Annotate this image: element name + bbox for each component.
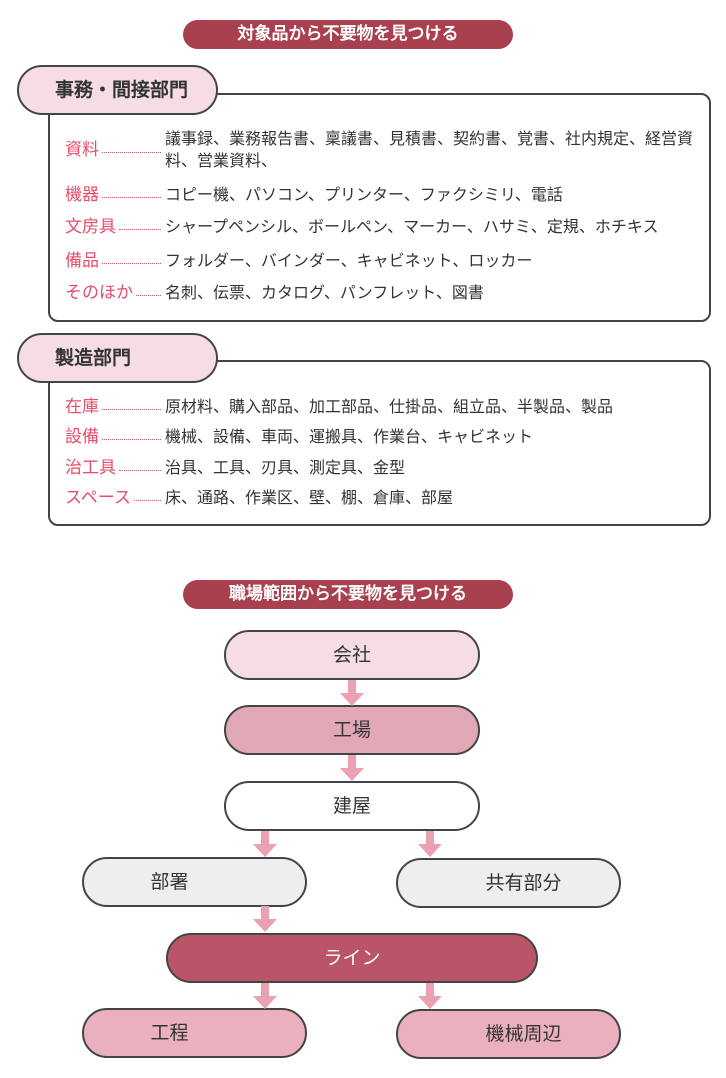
node-shared-area: 共有部分: [396, 858, 621, 908]
row-items: フォルダー、バインダー、キャビネット、ロッカー: [165, 251, 533, 270]
row-items: 治具、工具、刃具、測定具、金型: [165, 458, 406, 477]
row-items: シャープペンシル、ボールペン、マーカー、ハサミ、定規、ホチキス: [165, 217, 659, 236]
row-label: 文房具: [65, 217, 116, 237]
row-items: 床、通路、作業区、壁、棚、倉庫、部屋: [165, 488, 454, 507]
row-label: 設備: [65, 427, 99, 447]
row-items: 機械、設備、車両、運搬具、作業台、キャビネット: [165, 427, 534, 446]
list-item: 機器 コピー機、パソコン、プリンター、ファクシミリ、電話: [65, 184, 705, 206]
node-building: 建屋: [224, 781, 480, 831]
arrow-down-icon: [340, 755, 364, 781]
node-machine-area: 機械周辺: [396, 1009, 621, 1059]
list-item: 在庫 原材料、購入部品、加工部品、仕掛品、組立品、半製品、製品: [65, 396, 705, 418]
row-items: 名刺、伝票、カタログ、パンフレット、図書: [165, 283, 484, 302]
office-dept-tab: 事務・間接部門: [17, 65, 218, 115]
row-items: 原材料、購入部品、加工部品、仕掛品、組立品、半製品、製品: [165, 397, 614, 416]
arrow-down-icon: [418, 983, 442, 1009]
list-item: スペース 床、通路、作業区、壁、棚、倉庫、部屋: [65, 487, 705, 509]
row-items: 議事録、業務報告書、稟議書、見積書、契約書、覚書、社内規定、経営資料、営業資料、: [165, 129, 694, 170]
arrow-down-icon: [253, 831, 277, 857]
node-line: ライン: [166, 933, 538, 983]
office-dept-box: [48, 93, 711, 322]
node-company: 会社: [224, 630, 480, 680]
section-banner-workplace: 職場範囲から不要物を見つける: [183, 580, 513, 609]
section-banner-objects: 対象品から不要物を見つける: [183, 20, 513, 49]
node-department: 部署: [82, 857, 307, 907]
manufacturing-dept-box: [48, 360, 711, 526]
arrow-down-icon: [340, 680, 364, 706]
list-item: 文房具 シャープペンシル、ボールペン、マーカー、ハサミ、定規、ホチキス: [65, 216, 705, 238]
list-item: 治工具 治具、工具、刃具、測定具、金型: [65, 457, 705, 479]
row-label: そのほか: [65, 283, 133, 303]
row-label: 機器: [65, 185, 99, 205]
list-item: 資料 議事録、業務報告書、稟議書、見積書、契約書、覚書、社内規定、経営資料、営業資…: [65, 128, 705, 172]
row-label: 資料: [65, 140, 99, 160]
row-items: コピー機、パソコン、プリンター、ファクシミリ、電話: [165, 185, 563, 204]
arrow-down-icon: [418, 831, 442, 857]
list-item: 設備 機械、設備、車両、運搬具、作業台、キャビネット: [65, 426, 705, 448]
node-process: 工程: [82, 1008, 307, 1058]
list-item: 備品 フォルダー、バインダー、キャビネット、ロッカー: [65, 250, 705, 272]
row-label: 在庫: [65, 397, 99, 417]
arrow-down-icon: [253, 983, 277, 1009]
list-item: そのほか 名刺、伝票、カタログ、パンフレット、図書: [65, 282, 705, 304]
arrow-down-icon: [253, 906, 277, 932]
row-label: 治工具: [65, 458, 116, 478]
manufacturing-dept-tab: 製造部門: [17, 333, 218, 383]
node-factory: 工場: [224, 705, 480, 755]
row-label: スペース: [65, 488, 131, 508]
row-label: 備品: [65, 251, 99, 271]
